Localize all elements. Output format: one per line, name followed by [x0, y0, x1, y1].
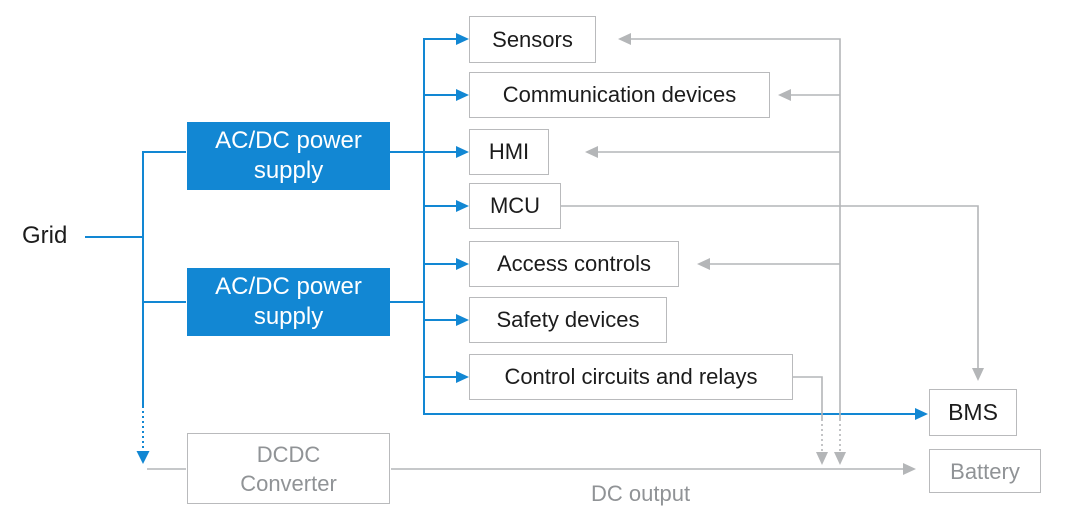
- arrowhead-to-communication: [456, 89, 469, 101]
- connector-control-drop: [793, 376, 823, 419]
- gray-feedback-connectors: [147, 33, 984, 475]
- connector-power-bus: [423, 38, 915, 415]
- arrowhead-to-dcdc: [136, 451, 150, 464]
- node-acdc-power-supply-bottom: AC/DC power supply: [187, 268, 390, 336]
- arrowhead-feedback-to-access: [697, 258, 710, 270]
- arrowhead-mcu-to-bms: [972, 368, 984, 381]
- blue-power-connectors: [85, 33, 928, 464]
- label-dc-output: DC output: [591, 481, 691, 506]
- arrowhead-control-to-dc-line: [816, 452, 828, 465]
- arrowhead-to-battery: [903, 463, 916, 475]
- arrowhead-feedback-to-hmi: [585, 146, 598, 158]
- node-acdc-power-supply-top: AC/DC power supply: [187, 122, 390, 190]
- label-grid: Grid: [22, 222, 68, 249]
- node-communication-devices: Communication devices: [469, 72, 770, 118]
- arrowhead-to-mcu: [456, 200, 469, 212]
- arrowhead-to-safety: [456, 314, 469, 326]
- node-dcdc-converter: DCDC Converter: [187, 433, 390, 504]
- arrowhead-feedback-to-communication: [778, 89, 791, 101]
- arrowhead-to-bms: [915, 408, 928, 420]
- arrowhead-to-access: [456, 258, 469, 270]
- arrowhead-feedback-to-sensors: [618, 33, 631, 45]
- connector-feedback-bus: [631, 38, 841, 419]
- node-control-circuits-and-relays: Control circuits and relays: [469, 354, 793, 400]
- node-battery: Battery: [929, 449, 1041, 493]
- node-bms: BMS: [929, 389, 1017, 436]
- arrowhead-to-sensors: [456, 33, 469, 45]
- connector-left-bus-top: [142, 151, 186, 406]
- node-access-controls: Access controls: [469, 241, 679, 287]
- arrowhead-to-control: [456, 371, 469, 383]
- node-sensors: Sensors: [469, 16, 596, 63]
- node-safety-devices: Safety devices: [469, 297, 667, 343]
- node-mcu: MCU: [469, 183, 561, 229]
- connector-mcu-to-bms: [561, 205, 979, 368]
- arrowhead-to-hmi: [456, 146, 469, 158]
- arrowhead-feedback-to-dc-line: [834, 452, 846, 465]
- node-hmi: HMI: [469, 129, 549, 175]
